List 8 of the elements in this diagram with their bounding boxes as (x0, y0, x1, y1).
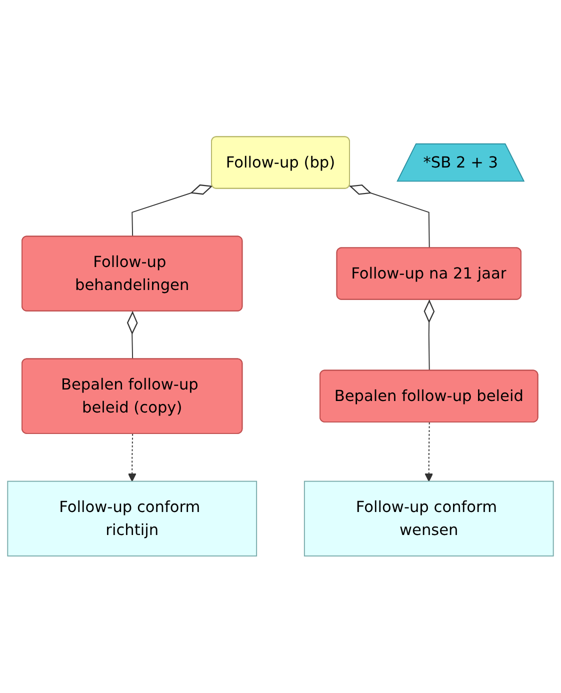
connector (349, 184, 430, 249)
connector (132, 184, 213, 238)
arrow (424, 422, 434, 482)
arrow (128, 434, 136, 482)
node-box: Follow-up conform richtijn (7, 481, 258, 557)
node-box: Follow-up conform wensen (304, 481, 554, 557)
connector (127, 311, 138, 360)
connector (424, 300, 435, 372)
